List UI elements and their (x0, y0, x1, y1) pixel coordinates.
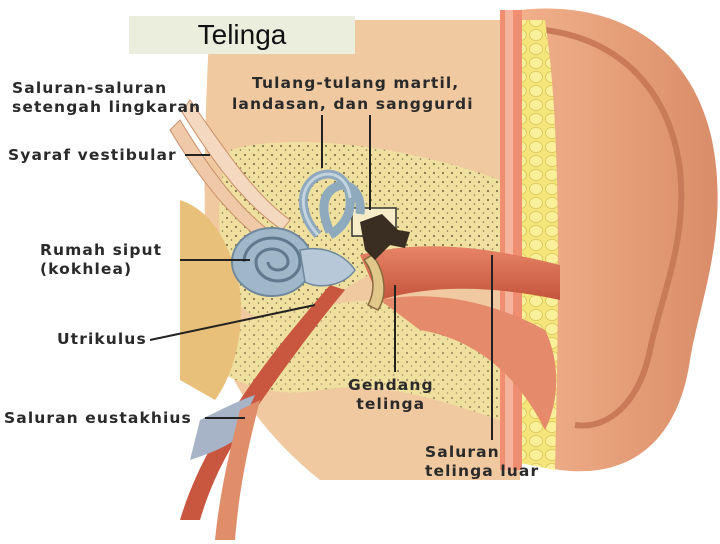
label-line: Utrikulus (57, 330, 147, 349)
title-box: Telinga (129, 16, 355, 54)
label-ossicles: Tulang-tulang martil, (252, 74, 459, 93)
label-line: telinga luar (425, 462, 539, 481)
label-semicircular-canals: Saluran-saluran setengah lingkaran (12, 79, 201, 117)
label-line: telinga (348, 395, 434, 414)
label-cochlea: Rumah siput (kokhlea) (40, 241, 162, 279)
label-line: Rumah siput (40, 241, 162, 260)
label-line: (kokhlea) (40, 260, 162, 279)
label-line: setengah lingkaran (12, 98, 201, 117)
label-utricle: Utrikulus (57, 330, 147, 349)
label-ossicles-2: landasan, dan sanggurdi (232, 95, 474, 114)
label-line: landasan, dan sanggurdi (232, 95, 474, 114)
label-vestibular-nerve: Syaraf vestibular (8, 146, 177, 165)
label-line: Tulang-tulang martil, (252, 74, 459, 93)
label-line: Saluran-saluran (12, 79, 201, 98)
page-title: Telinga (198, 19, 287, 51)
label-line: Gendang (348, 376, 434, 395)
label-eardrum: Gendang telinga (348, 376, 434, 414)
label-eustachian-tube: Saluran eustakhius (4, 409, 192, 428)
label-line: Syaraf vestibular (8, 146, 177, 165)
label-line: Saluran eustakhius (4, 409, 192, 428)
label-line: Saluran (425, 443, 539, 462)
label-outer-ear-canal: Saluran telinga luar (425, 443, 539, 481)
